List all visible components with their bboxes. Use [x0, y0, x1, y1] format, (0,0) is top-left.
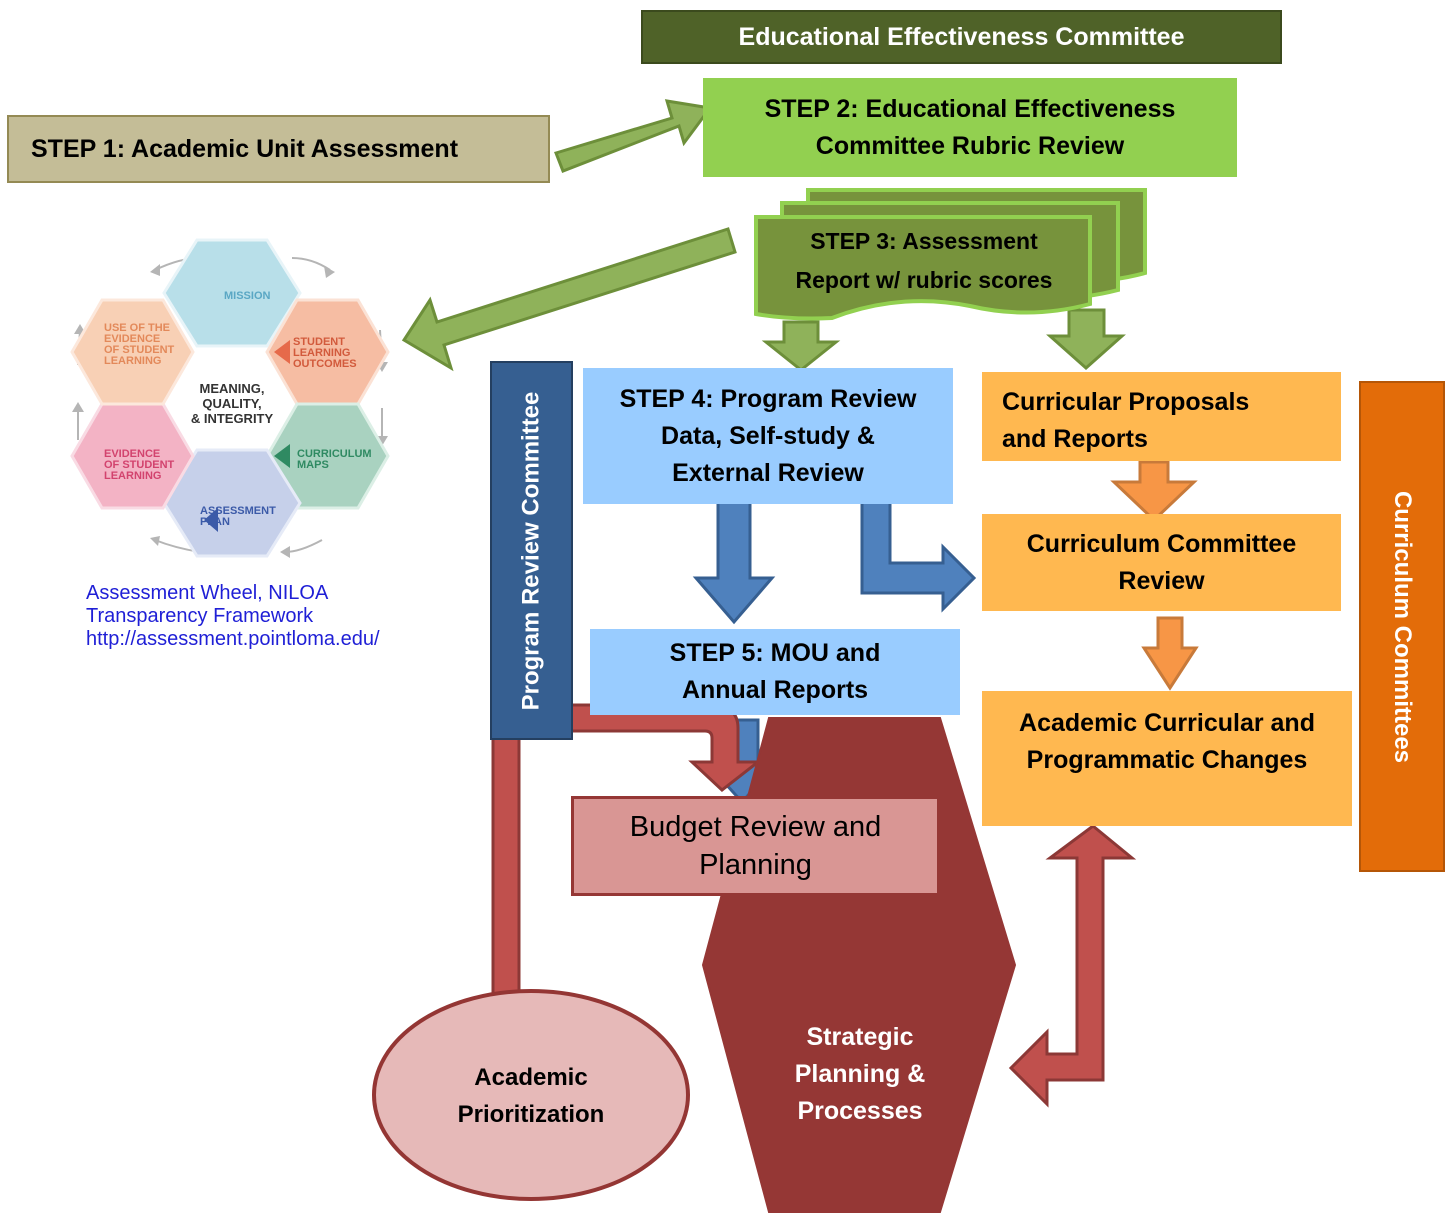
arrow-step3-to-wheel — [401, 227, 737, 372]
budget-review-box: Budget Review and Planning — [571, 796, 940, 896]
svg-text:USE OF THE: USE OF THE — [104, 322, 170, 334]
arrow-proposals-to-review — [1110, 460, 1198, 523]
step5-line1: STEP 5: MOU and — [669, 639, 881, 667]
arrow-strategic-changes-bidirectional — [1008, 824, 1137, 1108]
svg-text:MEANING,: MEANING, — [200, 381, 265, 396]
curricular-proposals-box: Curricular Proposals and Reports — [982, 372, 1341, 461]
assessment-wheel-graphic: MISSION STUDENT LEARNING OUTCOMES CURRIC… — [70, 238, 390, 558]
curricular-proposals-line2: and Reports — [1002, 425, 1148, 453]
step2-box: STEP 2: Educational Effectiveness Commit… — [703, 78, 1237, 177]
academic-changes-line2: Programmatic Changes — [1026, 746, 1308, 774]
curriculum-committees-label: Curriculum Committees — [1389, 490, 1416, 763]
step5-line2: Annual Reports — [681, 676, 869, 704]
step3-label-box: STEP 3: Assessment Report w/ rubric scor… — [760, 222, 1088, 300]
budget-line2: Planning — [699, 849, 812, 881]
arrow-step4-to-curriculum-review — [860, 498, 977, 613]
budget-line1: Budget Review and — [629, 811, 882, 843]
step1-label: STEP 1: Academic Unit Assessment — [31, 134, 459, 163]
step3-line1: STEP 3: Assessment — [810, 228, 1038, 254]
svg-text:EVIDENCE: EVIDENCE — [104, 448, 160, 460]
assessment-wheel-caption: Assessment Wheel, NILOA Transparency Fra… — [86, 582, 446, 651]
prioritization-line1: Academic — [474, 1064, 588, 1091]
svg-text:PLAN: PLAN — [200, 516, 230, 528]
step2-line1: STEP 2: Educational Effectiveness — [764, 94, 1176, 123]
academic-prioritization-ellipse — [372, 989, 690, 1201]
svg-text:STUDENT: STUDENT — [293, 336, 345, 348]
step4-box: STEP 4: Program Review Data, Self-study … — [583, 368, 953, 504]
svg-text:& INTEGRITY: & INTEGRITY — [191, 411, 274, 426]
svg-text:OUTCOMES: OUTCOMES — [293, 358, 357, 370]
step4-line3: External Review — [672, 458, 864, 487]
educational-effectiveness-committee-header: Educational Effectiveness Committee — [641, 10, 1282, 64]
svg-text:LEARNING: LEARNING — [104, 470, 161, 482]
program-review-committee-bar: Program Review Committee — [490, 361, 573, 740]
step2-label: STEP 2: Educational Effectiveness Commit… — [765, 91, 1176, 165]
curriculum-committees-bar: Curriculum Committees — [1359, 381, 1445, 872]
wheel-caption-line1: Assessment Wheel, NILOA — [86, 582, 329, 604]
svg-text:OF STUDENT: OF STUDENT — [104, 459, 175, 471]
academic-prioritization-label: Academic Prioritization — [400, 1056, 662, 1136]
svg-text:MISSION: MISSION — [224, 290, 271, 302]
svg-text:OF STUDENT: OF STUDENT — [104, 344, 175, 356]
svg-text:MAPS: MAPS — [297, 459, 329, 471]
step4-line1: STEP 4: Program Review — [619, 384, 917, 413]
svg-text:EVIDENCE: EVIDENCE — [104, 333, 160, 345]
strategic-planning-label: Strategic Planning & Processes — [740, 1010, 980, 1138]
svg-text:LEARNING: LEARNING — [104, 355, 161, 367]
arrow-review-to-changes — [1141, 616, 1199, 691]
curriculum-committee-review-box: Curriculum Committee Review — [982, 514, 1341, 611]
step5-box: STEP 5: MOU and Annual Reports — [590, 629, 960, 715]
step1-box: STEP 1: Academic Unit Assessment — [7, 115, 550, 183]
prioritization-line2: Prioritization — [457, 1101, 605, 1128]
header-label: Educational Effectiveness Committee — [738, 22, 1185, 51]
step3-line2: Report w/ rubric scores — [795, 267, 1053, 293]
arrow-step3-to-curricular — [1046, 308, 1126, 371]
arrow-step3-to-step4 — [761, 320, 841, 372]
step3-front-page — [754, 215, 1092, 321]
svg-text:CURRICULUM: CURRICULUM — [297, 448, 372, 460]
strategic-line3: Processes — [797, 1096, 923, 1125]
program-review-label: Program Review Committee — [517, 391, 545, 710]
arrow-step4-to-step5 — [692, 498, 776, 625]
step4-line2: Data, Self-study & — [661, 421, 875, 450]
step2-line2: Committee Rubric Review — [815, 131, 1125, 160]
svg-text:LEARNING: LEARNING — [293, 347, 350, 359]
svg-text:ASSESSMENT: ASSESSMENT — [200, 505, 276, 517]
strategic-line2: Planning & — [794, 1059, 926, 1088]
strategic-line1: Strategic — [806, 1022, 914, 1051]
wheel-caption-line2: Transparency Framework — [86, 605, 314, 627]
curricular-proposals-line1: Curricular Proposals — [1002, 388, 1250, 416]
wheel-caption-link[interactable]: http://assessment.pointloma.edu/ — [86, 628, 380, 650]
arrow-step1-to-step2 — [554, 99, 713, 173]
curriculum-review-line2: Review — [1118, 566, 1205, 595]
svg-text:QUALITY,: QUALITY, — [202, 396, 261, 411]
academic-changes-box: Academic Curricular and Programmatic Cha… — [982, 691, 1352, 826]
academic-changes-line1: Academic Curricular and — [1019, 709, 1315, 737]
curriculum-review-line1: Curriculum Committee — [1026, 529, 1297, 558]
